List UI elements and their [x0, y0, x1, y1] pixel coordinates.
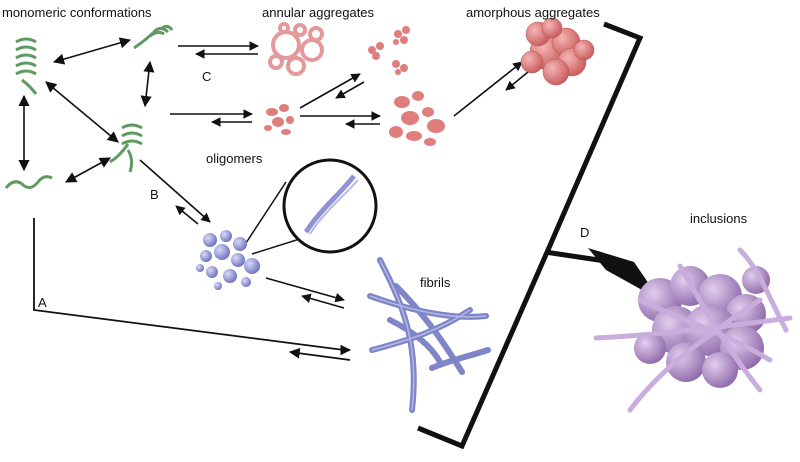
amorphous-aggregate — [520, 17, 595, 86]
oligomer-zoom-callout — [243, 158, 378, 255]
small-protofibril-cluster — [264, 104, 294, 135]
pathway-d-arrow — [588, 248, 660, 300]
oligomer-cluster — [196, 230, 260, 290]
monomer-interconversion-arrows — [18, 37, 155, 183]
label-amorphous-aggregates: amorphous aggregates — [466, 5, 600, 20]
inclusion-fibrils — [593, 247, 793, 413]
monomer-helix-middle — [109, 123, 143, 173]
monomer-helix-top — [133, 24, 174, 50]
pathway-label-c: C — [202, 69, 212, 84]
pathway-c-arrows — [170, 41, 529, 129]
pathway-label-a: A — [38, 295, 47, 310]
fibril-highlights — [369, 259, 487, 411]
pathway-d-bracket — [417, 21, 644, 450]
monomer-helix-top-left — [15, 37, 38, 95]
larger-protofibril-cluster — [389, 91, 445, 146]
pathway-label-b: B — [150, 187, 159, 202]
annular-aggregates-clusters — [368, 26, 410, 75]
monomer-coil-bottom-left — [4, 175, 53, 189]
pathway-label-d: D — [580, 225, 590, 240]
pathway-b-arrows — [139, 159, 345, 309]
label-oligomers: oligomers — [206, 151, 263, 166]
label-monomeric-conformations: monomeric conformations — [2, 5, 152, 20]
pathway-a-line — [33, 218, 352, 361]
label-fibrils: fibrils — [420, 275, 451, 290]
label-annular-aggregates: annular aggregates — [262, 5, 375, 20]
label-inclusions: inclusions — [690, 211, 748, 226]
annular-aggregates-rings — [268, 22, 324, 76]
